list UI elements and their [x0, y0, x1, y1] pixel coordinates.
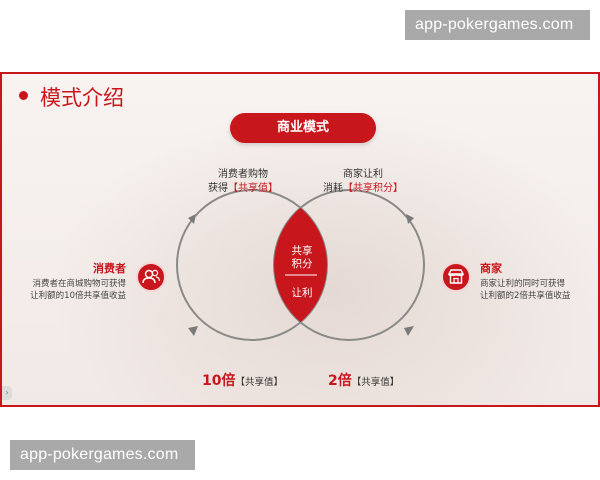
arrow-left-bottom [188, 326, 198, 336]
arrow-right-top [406, 214, 414, 224]
venn-diagram [176, 189, 425, 341]
concession-label: 让利 [291, 287, 313, 299]
consumer-multiplier: 10倍【共享值】 [202, 373, 283, 389]
merchant-multiplier: 2倍【共享值】 [328, 373, 400, 389]
title-bullet [19, 91, 28, 100]
users-icon [136, 262, 166, 292]
consumer-title: 消费者 [93, 262, 126, 275]
merchant-title: 商家 [480, 262, 502, 275]
chevron-right-icon[interactable]: › [2, 386, 12, 400]
slide-title: 模式介绍 [40, 86, 124, 110]
watermark-bottom: app-pokergames.com [10, 440, 195, 470]
shop-icon [441, 262, 471, 292]
merchant-flow-label: 商家让利 消耗【共享积分】 [323, 169, 403, 194]
arrow-right-bottom [404, 326, 414, 336]
shared-points-label: 共享 积分 [291, 245, 313, 270]
slide: 模式介绍 商业模式 消费者购物 获得【共享值】 商家让利 消耗【共享积分】 消费… [0, 72, 600, 407]
watermark-top: app-pokergames.com [405, 10, 590, 40]
business-model-badge: 商业模式 [230, 113, 376, 143]
consumer-description: 消费者在商城购物可获得 让利额的10倍共享值收益 [30, 279, 126, 301]
intersection-lens [274, 190, 327, 340]
arrow-left-top [188, 214, 196, 224]
merchant-description: 商家让利的同时可获得 让利额的2倍共享值收益 [480, 279, 571, 301]
consumer-flow-label: 消费者购物 获得【共享值】 [208, 169, 278, 194]
